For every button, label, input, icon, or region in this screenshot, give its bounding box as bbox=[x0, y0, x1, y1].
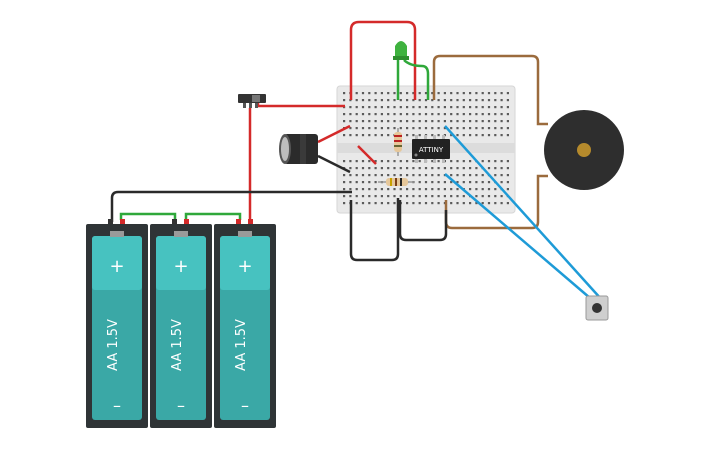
wire-black-battery[interactable] bbox=[110, 190, 352, 222]
wire-red-capacitor[interactable] bbox=[317, 124, 351, 144]
wire-black-bottom-loop-1[interactable] bbox=[349, 198, 400, 262]
battery-3-icon[interactable]: + AA 1.5V – bbox=[214, 219, 276, 428]
wire-green-led-right[interactable] bbox=[403, 59, 430, 100]
wire-black-bottom-loop-2[interactable] bbox=[398, 200, 448, 242]
piezo-buzzer-icon[interactable] bbox=[544, 110, 624, 190]
battery-minus-sign: – bbox=[177, 396, 185, 415]
wire-green-battery-jumper-2[interactable] bbox=[184, 212, 242, 220]
battery-1-icon[interactable]: + AA 1.5V – bbox=[86, 219, 148, 428]
battery-plus-sign: + bbox=[109, 256, 124, 277]
attiny-chip-icon[interactable]: ATTINY bbox=[412, 135, 450, 163]
wire-red-diagonal[interactable] bbox=[357, 145, 377, 165]
battery-plus-sign: + bbox=[237, 256, 252, 277]
battery-pack: + AA 1.5V – + AA 1.5V – + AA 1.5V – bbox=[86, 219, 276, 428]
battery-minus-sign: – bbox=[113, 396, 121, 415]
electrolytic-capacitor-icon[interactable] bbox=[279, 134, 318, 164]
battery-plus-sign: + bbox=[173, 256, 188, 277]
resistor-1-icon[interactable] bbox=[394, 128, 402, 156]
battery-label: AA 1.5V bbox=[170, 319, 185, 371]
battery-label: AA 1.5V bbox=[106, 319, 121, 371]
wire-blue-2[interactable] bbox=[444, 173, 591, 299]
wire-brown-top[interactable] bbox=[432, 54, 548, 126]
wire-blue-1[interactable] bbox=[444, 125, 603, 301]
battery-minus-sign: – bbox=[241, 396, 249, 415]
wire-green-battery-jumper-1[interactable] bbox=[119, 212, 177, 220]
slide-switch-icon[interactable] bbox=[238, 94, 266, 108]
battery-2-icon[interactable]: + AA 1.5V – bbox=[150, 219, 212, 428]
wire-red-top-loop[interactable] bbox=[349, 20, 417, 100]
wire-black-capacitor[interactable] bbox=[317, 154, 351, 174]
battery-label: AA 1.5V bbox=[234, 319, 249, 371]
resistor-2-icon[interactable] bbox=[378, 178, 414, 186]
wire-red-switch-breadboard[interactable] bbox=[256, 100, 345, 108]
wires bbox=[110, 20, 603, 301]
chip-label: ATTINY bbox=[419, 146, 444, 154]
green-led-icon[interactable] bbox=[393, 41, 409, 60]
pushbutton-icon[interactable] bbox=[585, 295, 609, 321]
